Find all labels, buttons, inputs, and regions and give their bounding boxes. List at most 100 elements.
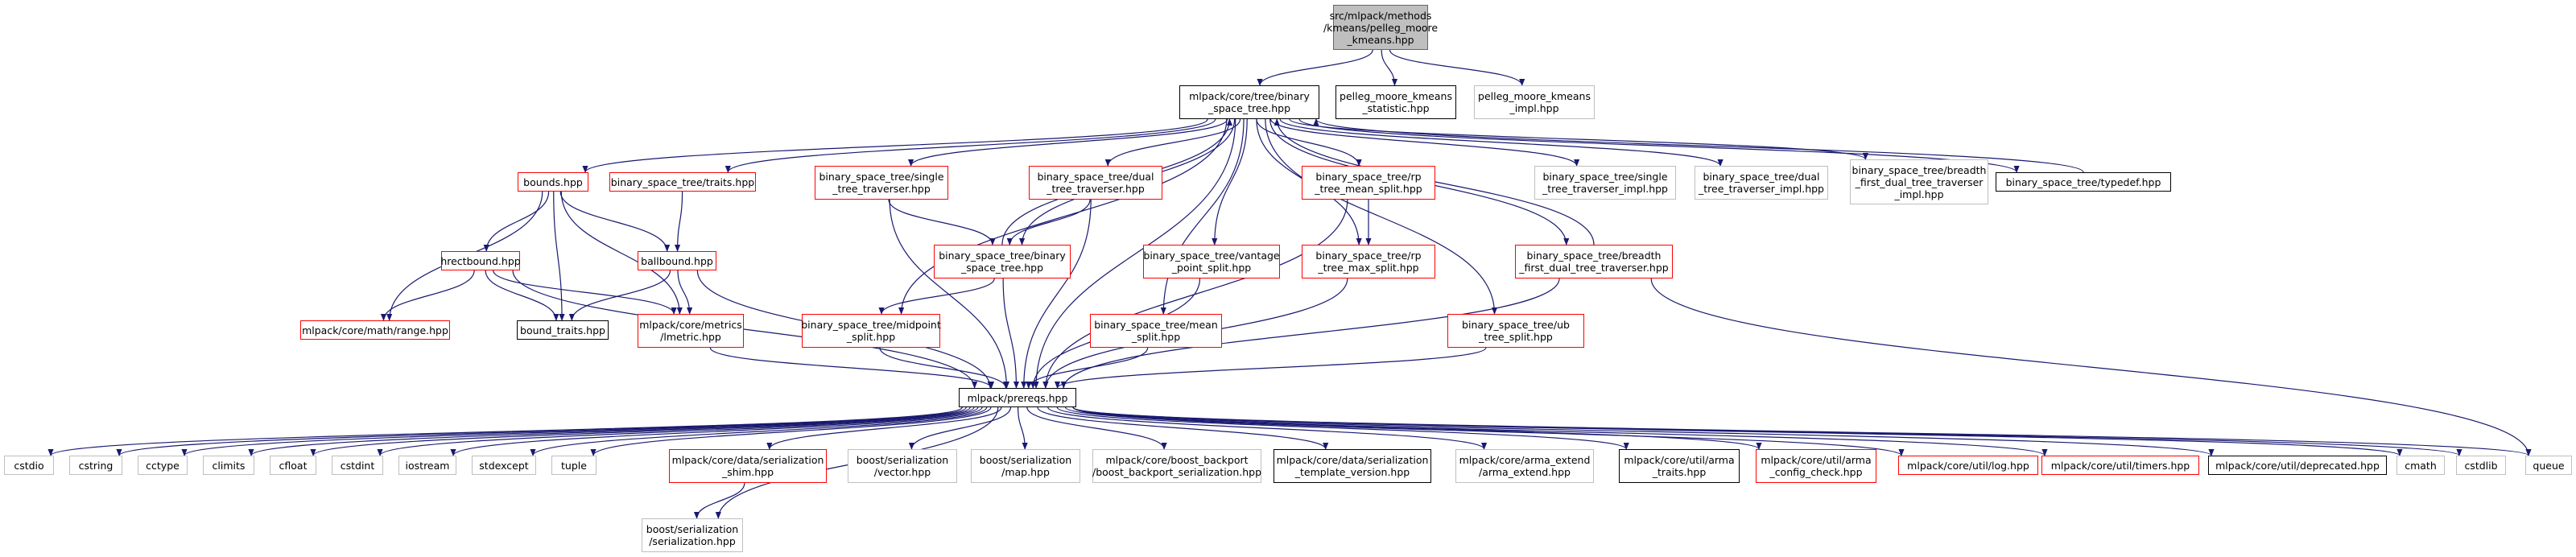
node-label-line: _tree_mean_split.hpp	[1315, 183, 1422, 195]
node-midpoint[interactable]: binary_space_tree/midpoint_split.hpp	[801, 314, 941, 348]
node-backport[interactable]: mlpack/core/boost_backport/boost_backpor…	[1092, 449, 1261, 483]
node-climits[interactable]: climits	[203, 456, 254, 475]
node-label-line: _tree_max_split.hpp	[1318, 262, 1419, 274]
node-label-line: _tree_traverser_impl.hpp	[1699, 183, 1824, 195]
node-log[interactable]: mlpack/core/util/log.hpp	[1898, 456, 2038, 475]
node-label-line: _split.hpp	[1131, 331, 1181, 343]
node-label-line: mlpack/core/data/serialization	[1276, 454, 1429, 466]
node-templver[interactable]: mlpack/core/data/serialization_template_…	[1274, 449, 1431, 483]
node-impl[interactable]: pelleg_moore_kmeans_impl.hpp	[1474, 85, 1595, 119]
node-ubtree[interactable]: binary_space_tree/ub_tree_split.hpp	[1447, 314, 1584, 348]
node-boundtraits[interactable]: bound_traits.hpp	[517, 320, 609, 340]
node-stat[interactable]: pelleg_moore_kmeans_statistic.hpp	[1335, 85, 1456, 119]
edge-prereqs-to-cstdint	[377, 406, 979, 456]
node-label-line: mlpack/core/tree/binary	[1189, 90, 1310, 102]
edge-bst-to-vantage	[1212, 118, 1248, 245]
node-ball[interactable]: ballbound.hpp	[638, 251, 716, 270]
node-lmetric[interactable]: mlpack/core/metrics/lmetric.hpp	[638, 314, 744, 348]
edge-ball-to-boundtraits	[568, 270, 671, 321]
node-label-line: _first_dual_tree_traverser	[1855, 175, 1984, 188]
node-label-line: _tree_traverser.hpp	[832, 183, 931, 195]
node-label-line: binary_space_tree/vantage	[1143, 250, 1280, 262]
node-dualimpl[interactable]: binary_space_tree/dual_tree_traverser_im…	[1695, 166, 1828, 200]
node-label-line: binary_space_tree/ub	[1462, 319, 1570, 331]
node-bfdimpl[interactable]: binary_space_tree/breadth_first_dual_tre…	[1850, 159, 1988, 204]
node-bounds[interactable]: bounds.hpp	[518, 172, 588, 192]
node-label-line: climits	[212, 459, 246, 472]
node-label-line: cstdint	[340, 459, 375, 472]
edge-typedef-to-bst	[1313, 118, 2084, 173]
node-shim[interactable]: mlpack/core/data/serialization_shim.hpp	[669, 449, 827, 483]
node-root[interactable]: src/mlpack/methods/kmeans/pelleg_moore_k…	[1323, 5, 1438, 50]
node-single[interactable]: binary_space_tree/single_tree_traverser.…	[815, 166, 948, 200]
node-cctype[interactable]: cctype	[138, 456, 188, 475]
node-stdexcept[interactable]: stdexcept	[472, 456, 536, 475]
edge-hrect-to-range	[380, 270, 475, 321]
edge-ubtree-to-prereqs	[1055, 347, 1487, 389]
node-label-line: binary_space_tree/binary	[939, 250, 1066, 262]
edge-bst-to-bfdimpl	[1289, 118, 1868, 160]
node-rpmax[interactable]: binary_space_tree/rp_tree_max_split.hpp	[1302, 245, 1435, 278]
edge-rpmean-to-prereqs	[1042, 199, 1348, 389]
edge-prereqs-to-tuple	[590, 406, 992, 456]
node-rpmean[interactable]: binary_space_tree/rp_tree_mean_split.hpp	[1302, 166, 1435, 200]
edge-ball-to-lmetric	[677, 270, 693, 315]
node-label-line: binary_space_tree/traits.hpp	[610, 175, 755, 188]
node-armatraits[interactable]: mlpack/core/util/arma_traits.hpp	[1619, 449, 1740, 483]
node-queue[interactable]: queue	[2525, 456, 2572, 475]
node-label-line: src/mlpack/methods	[1329, 9, 1432, 22]
node-label-line: binary_space_tree/breadth	[1852, 163, 1987, 176]
node-label-line: _space_tree.hpp	[1208, 102, 1291, 114]
node-label-line: pelleg_moore_kmeans	[1478, 90, 1591, 102]
node-bserial[interactable]: boost/serialization/serialization.hpp	[642, 518, 743, 552]
edge-single-to-bstinner	[888, 199, 996, 245]
node-label-line: cmath	[2405, 459, 2437, 472]
node-dual[interactable]: binary_space_tree/dual_tree_traverser.hp…	[1029, 166, 1162, 200]
node-meansplit[interactable]: binary_space_tree/mean_split.hpp	[1090, 314, 1222, 348]
node-map[interactable]: boost/serialization/map.hpp	[971, 449, 1080, 483]
node-bfd[interactable]: binary_space_tree/breadth_first_dual_tre…	[1515, 245, 1673, 278]
edge-prereqs-to-cctype	[181, 406, 967, 456]
node-traits[interactable]: binary_space_tree/traits.hpp	[609, 172, 756, 192]
node-vantage[interactable]: binary_space_tree/vantage_point_split.hp…	[1143, 245, 1280, 278]
edge-lmetric-to-prereqs	[709, 347, 995, 389]
node-prereqs[interactable]: mlpack/prereqs.hpp	[959, 388, 1076, 407]
node-cmath[interactable]: cmath	[2396, 456, 2445, 475]
edge-prereqs-to-log	[1072, 406, 1905, 456]
node-label-line: mlpack/core/arma_extend	[1459, 454, 1591, 466]
node-typedef[interactable]: binary_space_tree/typedef.hpp	[1996, 172, 2171, 192]
node-bstinner[interactable]: binary_space_tree/binary_space_tree.hpp	[934, 245, 1071, 278]
node-cfloat[interactable]: cfloat	[270, 456, 316, 475]
node-cstdlib[interactable]: cstdlib	[2456, 456, 2506, 475]
node-range[interactable]: mlpack/core/math/range.hpp	[300, 320, 450, 340]
node-iostream[interactable]: iostream	[398, 456, 456, 475]
edge-midpoint-to-prereqs	[879, 347, 1009, 389]
node-cstdint[interactable]: cstdint	[332, 456, 383, 475]
edge-prereqs-to-cfloat	[310, 406, 975, 456]
edge-bounds-to-lmetric	[560, 191, 683, 315]
node-cstring[interactable]: cstring	[69, 456, 122, 475]
node-label-line: _traits.hpp	[1652, 466, 1707, 478]
node-cstdio[interactable]: cstdio	[4, 456, 54, 475]
node-label-line: mlpack/core/data/serialization	[671, 454, 824, 466]
node-tuple[interactable]: tuple	[551, 456, 597, 475]
edge-bst-to-meansplit	[1160, 118, 1245, 315]
node-deprecated[interactable]: mlpack/core/util/deprecated.hpp	[2208, 456, 2387, 475]
edge-meansplit-to-prereqs	[1026, 347, 1149, 389]
node-label-line: boost/serialization	[979, 454, 1072, 466]
node-singleimpl[interactable]: binary_space_tree/single_tree_traverser_…	[1534, 166, 1676, 200]
edge-bounds-to-ball	[559, 191, 671, 252]
node-armacheck[interactable]: mlpack/core/util/arma_config_check.hpp	[1756, 449, 1876, 483]
node-label-line: _tree_traverser.hpp	[1046, 183, 1145, 195]
node-label-line: mlpack/core/util/arma	[1761, 454, 1872, 466]
node-vector[interactable]: boost/serialization/vector.hpp	[848, 449, 957, 483]
node-label-line: mlpack/core/util/log.hpp	[1907, 459, 2029, 472]
node-armaext[interactable]: mlpack/core/arma_extend/arma_extend.hpp	[1455, 449, 1594, 483]
edge-prereqs-to-deprecated	[1072, 406, 2215, 456]
node-bst[interactable]: mlpack/core/tree/binary_space_tree.hpp	[1179, 85, 1319, 119]
node-timers[interactable]: mlpack/core/util/timers.hpp	[2041, 456, 2199, 475]
node-label-line: _impl.hpp	[1894, 188, 1944, 200]
node-hrect[interactable]: hrectbound.hpp	[440, 251, 521, 270]
node-label-line: _point_split.hpp	[1171, 262, 1252, 274]
node-label-line: mlpack/core/math/range.hpp	[302, 324, 448, 336]
